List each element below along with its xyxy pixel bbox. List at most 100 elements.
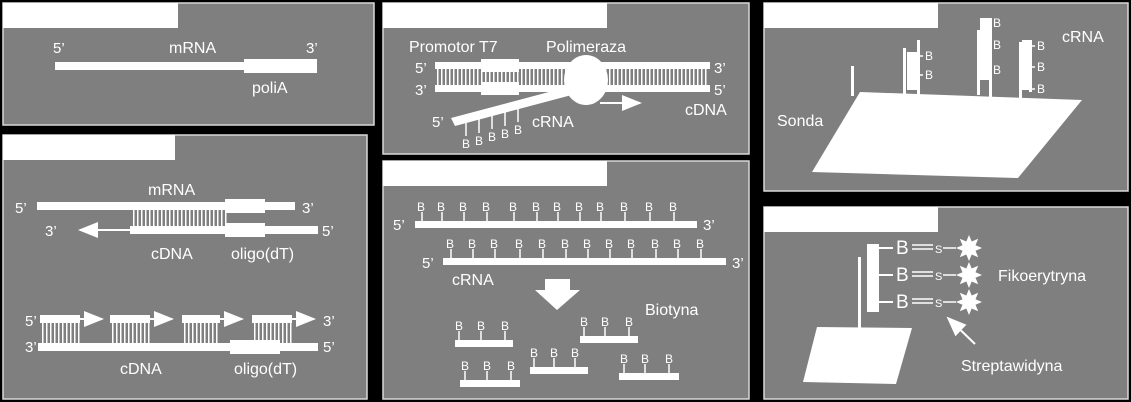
basepair-tick (209, 210, 211, 226)
biotin-label: B (553, 200, 561, 214)
label-biotyna: Biotyna (645, 302, 698, 319)
basepair-tick (78, 323, 80, 343)
basepair-tick (477, 69, 479, 85)
basepair-tick (62, 323, 64, 343)
biotin-label: B (501, 127, 509, 141)
basepair-tick (437, 69, 439, 85)
basepair-tick (258, 323, 260, 343)
basepair-tick (205, 210, 207, 226)
biotin-label: B (673, 237, 681, 251)
array-chip (812, 92, 1082, 178)
crna-fragment (455, 340, 513, 347)
basepair-ticks (133, 210, 227, 226)
basepair-tick (665, 69, 667, 85)
basepair-tick (165, 210, 167, 226)
label-5prime: 5’ (422, 255, 434, 272)
cdna-strand (130, 226, 318, 234)
panel-header (764, 207, 938, 232)
basepair-tick (177, 210, 179, 226)
label-crna: cRNA (452, 272, 494, 289)
basepair-tick (553, 69, 555, 85)
biotin-label: B (696, 237, 704, 251)
basepair-tick (449, 69, 451, 85)
basepair-tick (485, 69, 487, 85)
basepair-tick (493, 69, 495, 85)
basepair-tick (685, 69, 687, 85)
basepair-tick (212, 323, 214, 343)
biotin-label: B (482, 200, 490, 214)
basepair-tick (221, 210, 223, 226)
basepair-tick (116, 323, 118, 343)
biotin-label: B (993, 38, 1001, 52)
biotin-label: B (1037, 39, 1045, 53)
label-polimeraza: Polimeraza (546, 39, 626, 56)
basepair-tick (505, 69, 507, 85)
label-sonda: Sonda (777, 113, 823, 130)
basepair-tick (128, 323, 130, 343)
basepair-tick (278, 323, 280, 343)
basepair-tick (549, 69, 551, 85)
label-3prime: 3’ (306, 40, 318, 57)
basepair-tick (657, 69, 659, 85)
crna-strand (443, 258, 726, 265)
basepair-tick (621, 69, 623, 85)
biotin-label: B (620, 352, 628, 366)
panel-header (383, 161, 607, 186)
biotin-label: B (669, 200, 677, 214)
basepair-tick (157, 210, 159, 226)
basepair-tick (144, 323, 146, 343)
basepair-tick (200, 323, 202, 343)
basepair-tick (697, 69, 699, 85)
basepair-tick (74, 323, 76, 343)
basepair-tick (274, 323, 276, 343)
probe (903, 48, 906, 94)
basepair-tick (489, 69, 491, 85)
basepair-tick (669, 69, 671, 85)
probe (917, 40, 920, 98)
biotin-label: B (651, 237, 659, 251)
basepair-tick (457, 69, 459, 85)
label-mrna: mRNA (148, 182, 195, 199)
basepair-tick (473, 69, 475, 85)
basepair-tick (453, 69, 455, 85)
array-chip (803, 327, 912, 384)
biotin-label: B (1037, 82, 1045, 96)
promoter-block (481, 82, 519, 95)
biotin-label: B (645, 200, 653, 214)
biotin-label: B (1037, 60, 1045, 74)
basepair-tick (54, 323, 56, 343)
basepair-tick (201, 210, 203, 226)
primer-fragment (110, 315, 150, 323)
basepair-tick (50, 323, 52, 343)
basepair-tick (213, 210, 215, 226)
crna-fragment (619, 373, 679, 380)
biotin-label: B (583, 237, 591, 251)
basepair-tick (445, 69, 447, 85)
primer-fragment (40, 315, 80, 323)
biotin-label: B (896, 265, 909, 286)
phycoerythrin-star (956, 262, 982, 288)
probe (1019, 42, 1022, 100)
primer-fragment (252, 315, 292, 323)
primer-fragment (182, 315, 220, 323)
basepair-tick (225, 210, 227, 226)
label-cdna: cDNA (120, 361, 162, 378)
basepair-tick (169, 210, 171, 226)
streptavidin-label: S (935, 271, 942, 283)
basepair-tick (617, 69, 619, 85)
basepair-tick (197, 210, 199, 226)
basepair-tick (501, 69, 503, 85)
basepair-tick (270, 323, 272, 343)
basepair-tick (188, 323, 190, 343)
pointer-arrow (946, 316, 976, 345)
oligo-dt-block (230, 340, 280, 354)
oligo-dt-block (225, 223, 265, 237)
basepair-tick (497, 69, 499, 85)
